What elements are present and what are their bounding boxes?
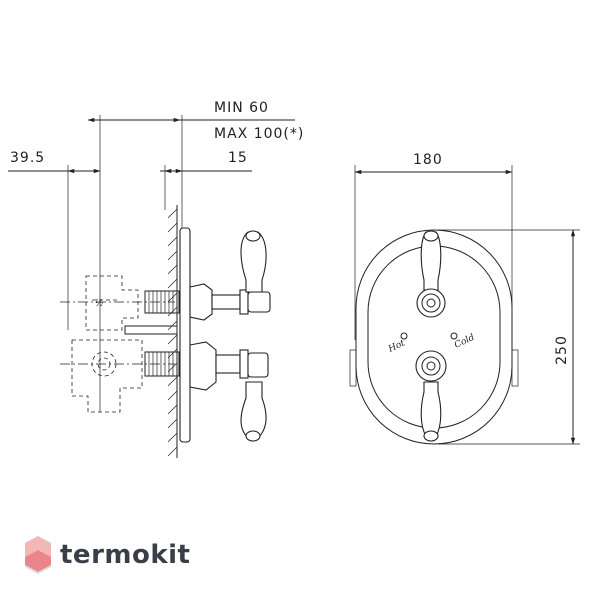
left-offset-label: 39.5 bbox=[10, 150, 45, 166]
hot-indicator-dot bbox=[400, 332, 408, 340]
wall-hatch bbox=[167, 205, 178, 458]
plate-side-tab-right bbox=[511, 349, 519, 387]
plate-offset-label: 15 bbox=[228, 150, 248, 166]
logo-mark-top bbox=[25, 536, 51, 557]
plate-side-tab-left bbox=[349, 349, 357, 387]
diverter-stem bbox=[124, 325, 178, 335]
upper-knob-front bbox=[416, 230, 446, 318]
svg-text:½: ½ bbox=[95, 298, 104, 309]
upper-cartridge bbox=[144, 290, 180, 314]
lower-cartridge bbox=[144, 351, 180, 377]
lower-handle-side bbox=[189, 341, 269, 442]
min-dimension-label: MIN 60 bbox=[214, 100, 269, 116]
concealed-body: ½ bbox=[60, 275, 175, 413]
cover-plate-outer bbox=[355, 229, 513, 445]
cold-indicator-dot bbox=[450, 332, 458, 340]
height-dimension-label: 250 bbox=[554, 335, 570, 365]
logo-mark-bottom bbox=[25, 565, 51, 574]
cover-plate-side bbox=[179, 227, 191, 443]
upper-handle-side bbox=[189, 230, 271, 321]
termokit-logo: termokit bbox=[25, 536, 190, 574]
width-dimension-label: 180 bbox=[413, 152, 443, 168]
front-view: 180 250 Hot Cold bbox=[349, 152, 580, 445]
hot-label: Hot bbox=[386, 338, 407, 355]
side-view: ½ bbox=[60, 205, 271, 458]
logo-text: termokit bbox=[60, 540, 190, 570]
lower-knob-front bbox=[415, 350, 447, 442]
max-dimension-label: MAX 100(*) bbox=[214, 126, 304, 142]
logo-mark-middle bbox=[25, 550, 51, 572]
side-view-dimensions: MIN 60 MAX 100(*) 39.5 15 bbox=[8, 100, 304, 412]
